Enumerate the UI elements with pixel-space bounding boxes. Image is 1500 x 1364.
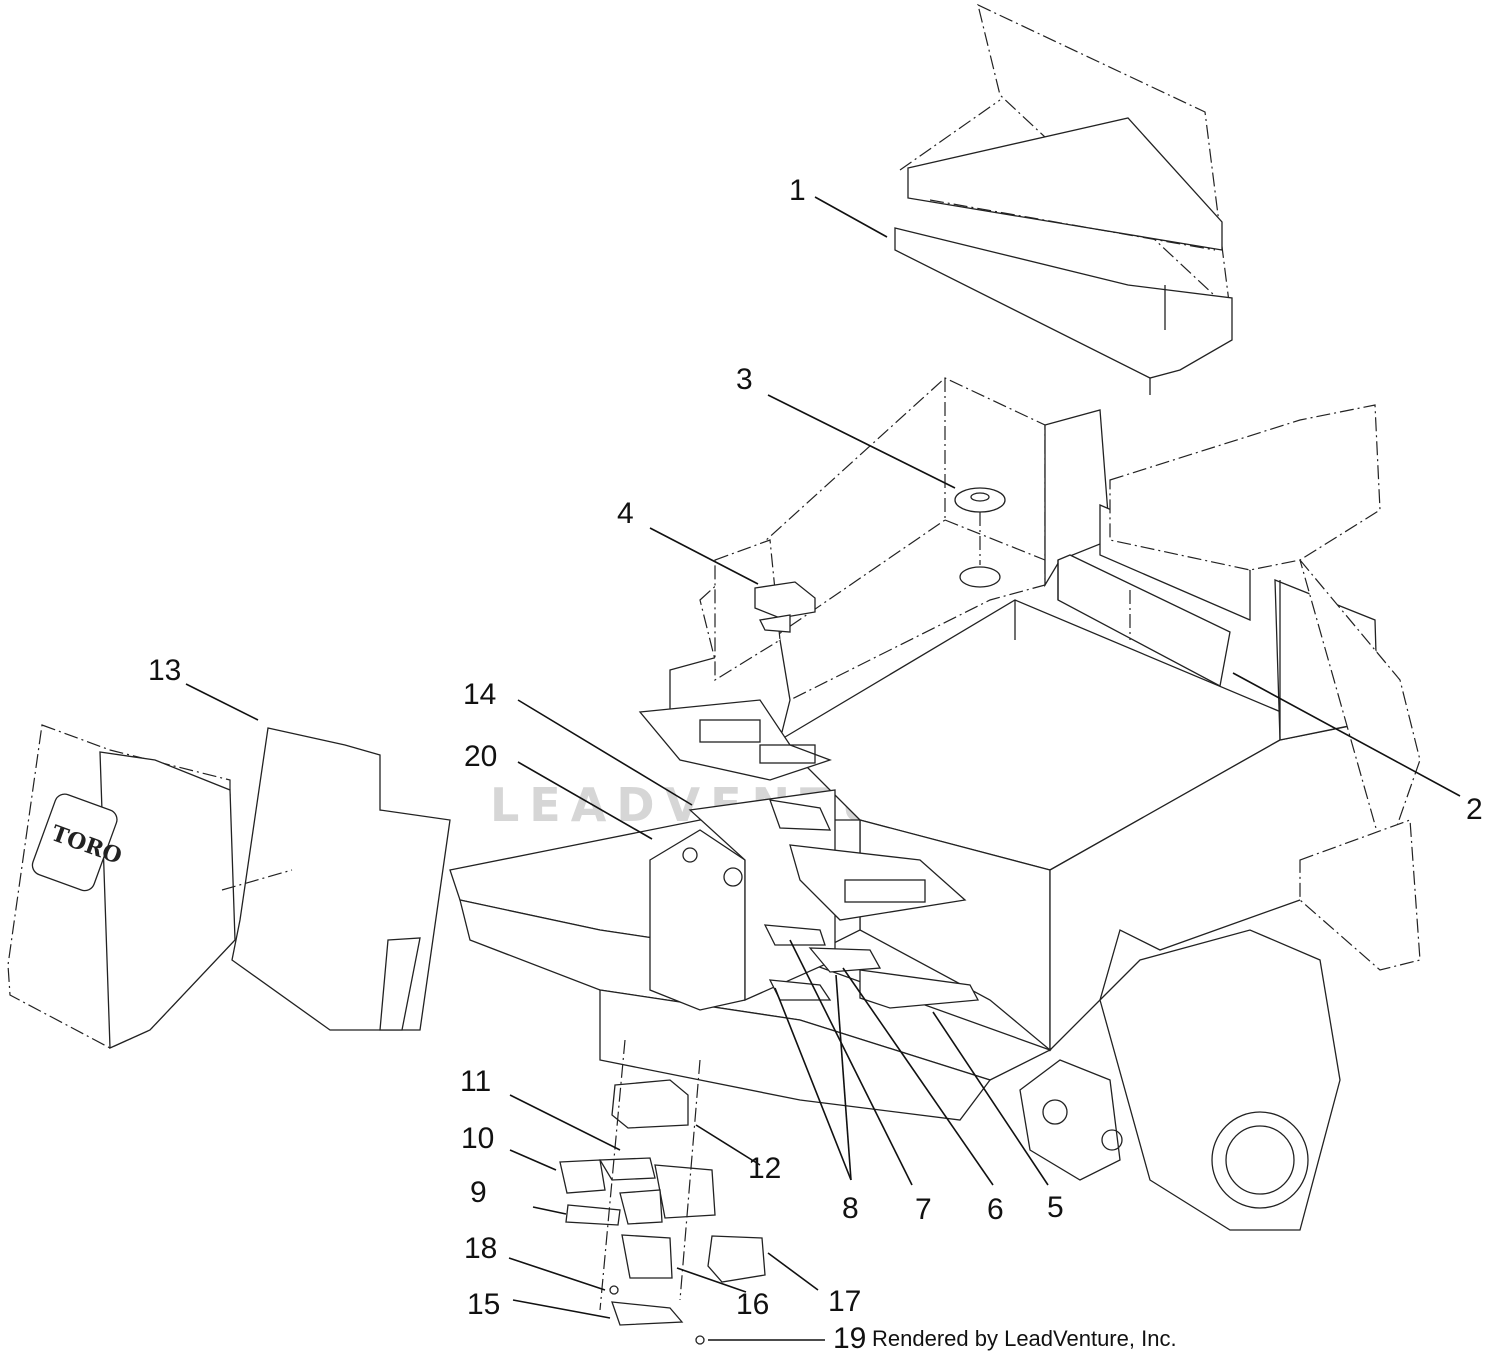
callout-9: 9 bbox=[470, 1176, 487, 1209]
callout-14: 14 bbox=[463, 678, 497, 711]
callout-12: 12 bbox=[748, 1152, 782, 1185]
part-13-foam-panel bbox=[221, 727, 451, 1031]
part-13-side-panel: TORO bbox=[7, 724, 236, 1049]
part-4-clip bbox=[754, 581, 816, 633]
lower-foam-blocks bbox=[559, 1039, 766, 1345]
part-3-grommet bbox=[954, 487, 1006, 588]
callout-17: 17 bbox=[828, 1285, 862, 1318]
callout-18: 18 bbox=[464, 1232, 498, 1265]
callout-13: 13 bbox=[148, 654, 182, 687]
callout-15: 15 bbox=[467, 1288, 501, 1321]
callout-19: 19 bbox=[833, 1322, 867, 1355]
callout-2: 2 bbox=[1466, 793, 1483, 826]
part-2-foam-block bbox=[1057, 554, 1231, 687]
rendered-by-credit: Rendered by LeadVenture, Inc. bbox=[872, 1326, 1177, 1351]
callout-16: 16 bbox=[736, 1288, 770, 1321]
part-1-seat-pan-cover bbox=[894, 3, 1233, 395]
callout-5: 5 bbox=[1047, 1191, 1064, 1224]
callout-4: 4 bbox=[617, 497, 634, 530]
callout-11: 11 bbox=[460, 1065, 492, 1098]
callout-3: 3 bbox=[736, 363, 753, 396]
leader-lines bbox=[185, 196, 1461, 1341]
callout-10: 10 bbox=[461, 1122, 495, 1155]
callout-20: 20 bbox=[464, 740, 498, 773]
frame-assembly bbox=[449, 377, 1421, 1231]
callout-8: 8 bbox=[842, 1192, 859, 1225]
callout-6: 6 bbox=[987, 1193, 1004, 1226]
callout-7: 7 bbox=[915, 1193, 932, 1226]
callout-1: 1 bbox=[789, 174, 806, 207]
